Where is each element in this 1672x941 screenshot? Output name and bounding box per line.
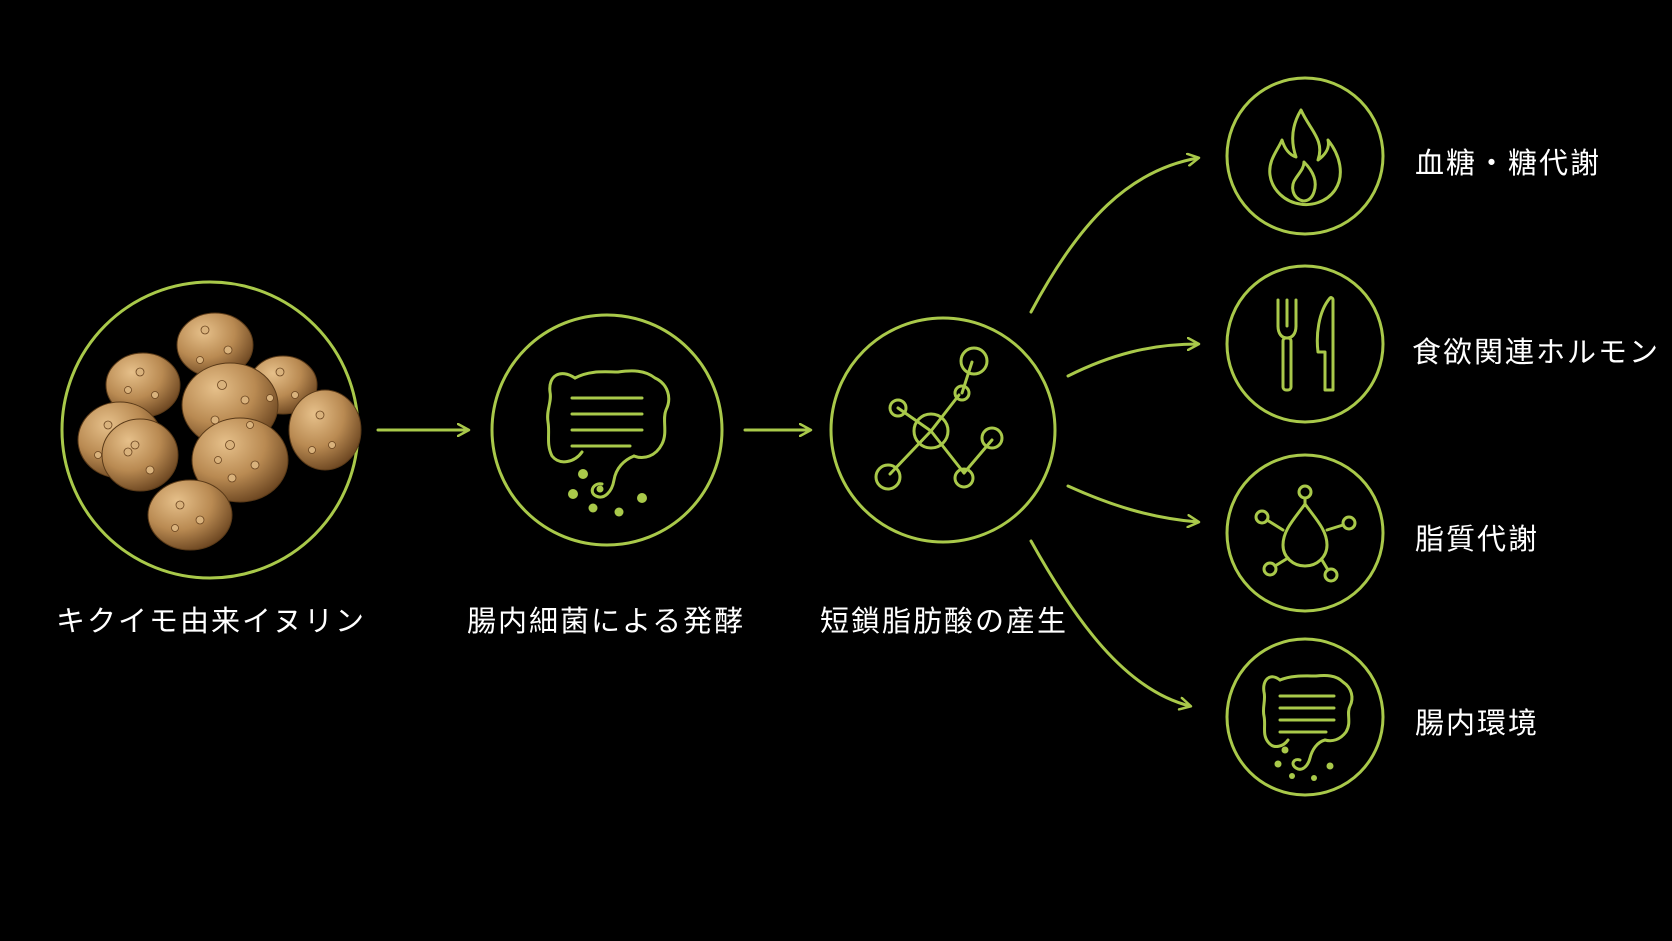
- flame-icon: [1268, 108, 1342, 207]
- arrow-to-gut: [1029, 539, 1190, 706]
- outcome-label-lipid: 脂質代謝: [1415, 522, 1540, 556]
- step-label-scfa: 短鎖脂肪酸の産生: [820, 604, 1069, 638]
- gut-intestine-icon: [1261, 674, 1354, 771]
- intestine-icon: [546, 369, 671, 499]
- arrow-to-lipid: [1066, 484, 1198, 522]
- gut-circle: [1225, 637, 1385, 797]
- fork-knife-icon: [1276, 296, 1335, 392]
- jerusalem-artichoke-image: [77, 312, 362, 551]
- gut-bacteria-dots: [1274, 746, 1334, 781]
- bacteria-dots: [568, 469, 647, 517]
- arrow-to-appetite: [1066, 344, 1198, 378]
- lipid-circle: [1225, 453, 1385, 613]
- step-label-inulin: キクイモ由来イヌリン: [56, 604, 367, 638]
- lipid-drop-icon: [1254, 484, 1357, 583]
- outcome-label-appetite: 食欲関連ホルモン: [1412, 335, 1661, 369]
- fermentation-circle: [490, 313, 724, 547]
- outcome-label-glucose: 血糖・糖代謝: [1415, 146, 1602, 180]
- scfa-circle: [829, 316, 1057, 544]
- molecule-icon: [874, 346, 1004, 491]
- step-label-fermentation: 腸内細菌による発酵: [467, 604, 746, 638]
- glucose-circle: [1225, 76, 1385, 236]
- appetite-circle: [1225, 264, 1385, 424]
- arrow-to-glucose: [1029, 158, 1198, 314]
- outcome-label-gut: 腸内環境: [1415, 706, 1540, 740]
